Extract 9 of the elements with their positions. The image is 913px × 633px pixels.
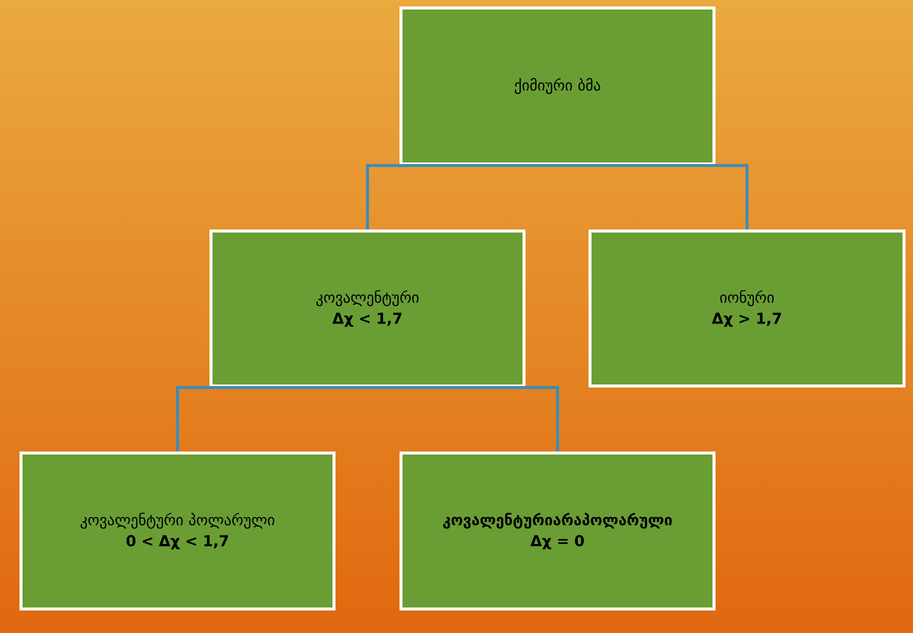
category-box: იონური Δχ > 1,7 xyxy=(588,230,906,388)
connector-line xyxy=(366,164,558,230)
connector-line xyxy=(558,164,748,230)
category-box: კოვალენტური პოლარული 0 < Δχ < 1,7 xyxy=(20,452,336,610)
category-box: კოვალენტურიარაპოლარული Δχ = 0 xyxy=(400,452,716,610)
connector-line xyxy=(176,386,368,452)
connector-line xyxy=(368,386,559,452)
category-box: ქიმიური ბმა xyxy=(400,6,716,166)
category-box: კოვალენტური Δχ < 1,7 xyxy=(210,230,526,388)
